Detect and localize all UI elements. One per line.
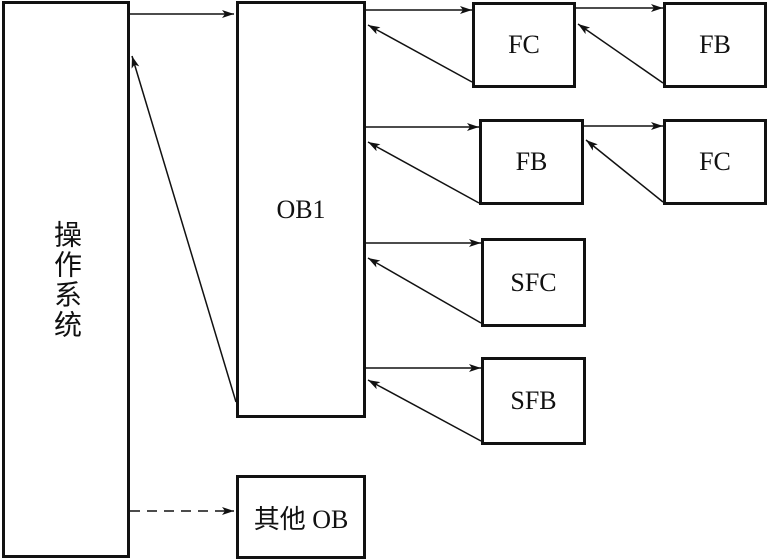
arrow-fc-return-to-ob1 bbox=[367, 24, 473, 83]
arrow-fb-return-to-ob1 bbox=[367, 141, 480, 204]
arrow-fb-return-to-fc bbox=[577, 23, 664, 84]
arrow-sfb-return-to-ob1 bbox=[367, 379, 482, 442]
fc-block-top: FC bbox=[472, 2, 576, 88]
arrow-sfc-return-to-ob1 bbox=[367, 257, 482, 324]
fb-top-right-label: FB bbox=[699, 30, 731, 59]
operating-system-label: 操作系统 bbox=[50, 219, 83, 340]
sfb-block: SFB bbox=[481, 357, 586, 445]
sfb-label: SFB bbox=[510, 386, 557, 415]
fb-block-mid: FB bbox=[479, 119, 584, 205]
fc-mid-right-label: FC bbox=[699, 147, 731, 176]
fb-block-top-right: FB bbox=[663, 2, 767, 88]
arrow-ob1-return-to-os bbox=[131, 55, 237, 403]
other-ob-block: 其他 OB bbox=[236, 475, 366, 559]
fb-mid-label: FB bbox=[515, 147, 548, 176]
other-ob-label: 其他 OB bbox=[253, 504, 349, 534]
fc-top-label: FC bbox=[508, 30, 540, 59]
ob1-block: OB1 bbox=[236, 1, 366, 418]
ob1-label: OB1 bbox=[276, 194, 326, 224]
fc-block-mid-right: FC bbox=[663, 119, 767, 205]
operating-system-block: 操作系统 bbox=[2, 1, 130, 558]
sfc-block: SFC bbox=[481, 238, 586, 327]
arrow-fc-return-to-fb bbox=[585, 139, 664, 203]
sfc-label: SFC bbox=[510, 267, 557, 297]
